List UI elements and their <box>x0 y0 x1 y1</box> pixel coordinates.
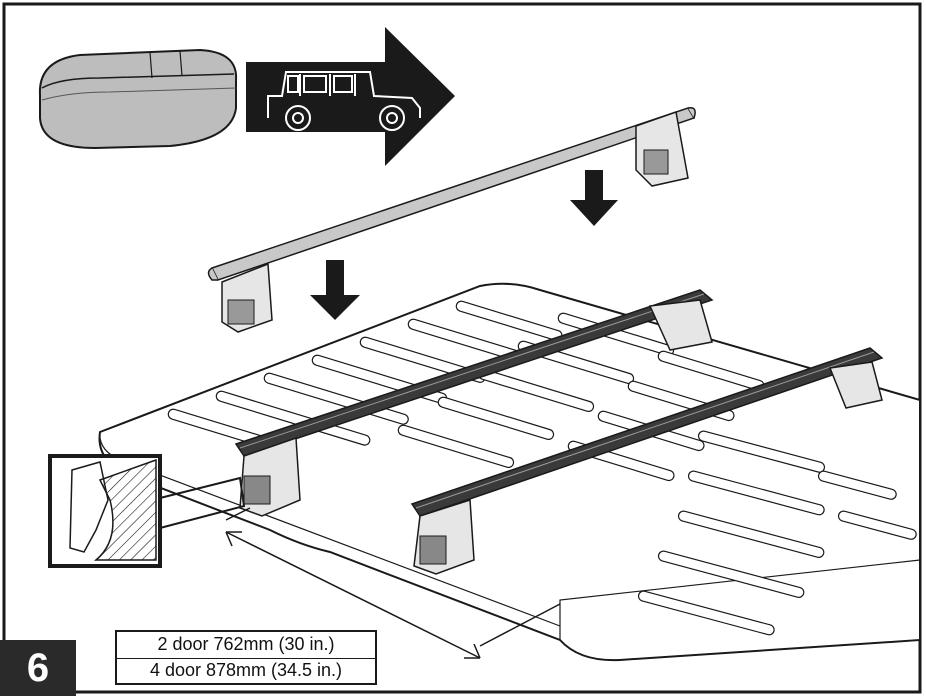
arrow-down-icon <box>310 170 618 320</box>
crossbar-exploded <box>207 106 696 333</box>
measurement-4-door: 4 door 878mm (34.5 in.) <box>117 657 375 684</box>
cargo-box-icon <box>38 48 238 150</box>
measurement-table: 2 door 762mm (30 in.) 4 door 878mm (34.5… <box>115 630 377 685</box>
crossbar-installed-rear <box>410 347 884 575</box>
arrow-right-icon <box>246 27 455 166</box>
vehicle-icon <box>267 71 421 131</box>
dimension-line <box>225 507 561 659</box>
step-number-badge: 6 <box>0 640 76 696</box>
detail-inset <box>48 454 246 568</box>
crossbar-installed-front <box>234 289 714 517</box>
measurement-2-door: 2 door 762mm (30 in.) <box>157 634 335 655</box>
